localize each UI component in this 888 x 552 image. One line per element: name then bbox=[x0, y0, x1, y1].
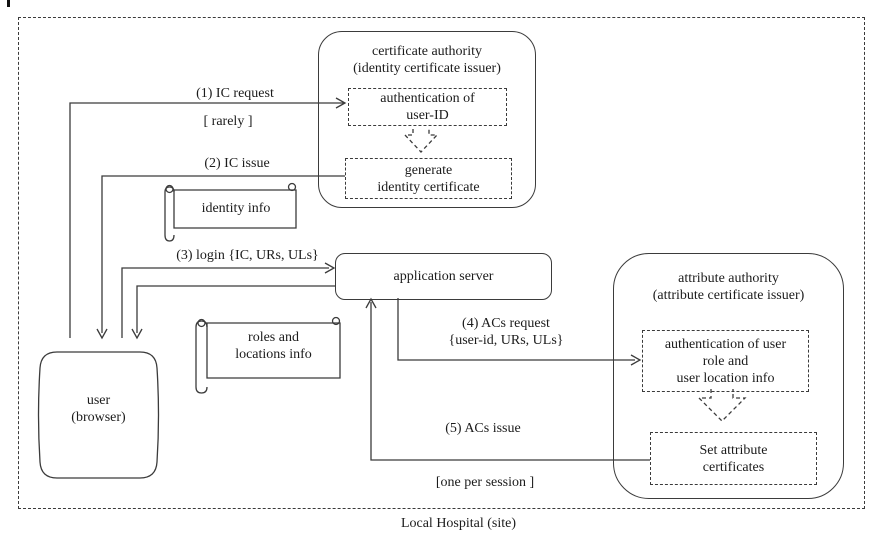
flow-4-acs-request-label: (4) ACs request {user-id, URs, ULs} bbox=[406, 315, 606, 349]
step-text-line: certificates bbox=[702, 459, 765, 475]
authenticate-user-id-step: authentication of user-ID bbox=[348, 88, 507, 126]
flow-label-line: (4) ACs request bbox=[462, 316, 550, 331]
step-text-line: authentication of bbox=[380, 91, 475, 106]
step-text-line: user location info bbox=[676, 370, 775, 386]
application-server-title: application server bbox=[393, 269, 494, 284]
set-attribute-certificates-step: Set attribute certificates bbox=[650, 432, 817, 485]
site-boundary-box bbox=[18, 17, 865, 509]
flow-1-ic-request-label: (1) IC request bbox=[196, 86, 274, 101]
page-edge-artifact bbox=[7, 0, 10, 7]
user-label-line: user bbox=[86, 393, 111, 408]
attribute-authority-title: attribute authority bbox=[678, 271, 779, 286]
step-text-line: role and bbox=[702, 353, 749, 369]
step-text-line: authentication of user bbox=[664, 336, 787, 352]
diagram-caption: Local Hospital (site) bbox=[400, 516, 517, 531]
flow-3-login-label: (3) login {IC, URs, ULs} bbox=[176, 248, 319, 263]
roles-locations-scroll-label: roles and locations info bbox=[207, 329, 340, 363]
flow-5-session-note: [one per session ] bbox=[435, 475, 535, 490]
generate-identity-certificate-step: generate identity certificate bbox=[345, 158, 512, 199]
user-label-line: (browser) bbox=[71, 410, 126, 425]
step-text-line: generate bbox=[404, 162, 453, 178]
step-text-line: Set attribute bbox=[699, 442, 768, 458]
certificate-authority-subtitle: (identity certificate issuer) bbox=[353, 61, 501, 76]
attribute-authority-box: attribute authority (attribute certifica… bbox=[613, 253, 844, 499]
scroll-label-line: locations info bbox=[235, 347, 312, 362]
flow-5-acs-issue-label: (5) ACs issue bbox=[445, 421, 521, 436]
flow-2-ic-issue-label: (2) IC issue bbox=[204, 156, 270, 171]
application-server-box: application server bbox=[335, 253, 552, 300]
identity-info-scroll-label: identity info bbox=[201, 201, 271, 216]
flow-1-rarely-note: [ rarely ] bbox=[203, 114, 253, 129]
step-text-line: user-ID bbox=[406, 108, 449, 123]
step-text-line: identity certificate bbox=[377, 179, 480, 195]
user-browser-label: user (browser) bbox=[40, 392, 157, 426]
flow-label-line: {user-id, URs, ULs} bbox=[448, 333, 564, 348]
certificate-authority-box: certificate authority (identity certific… bbox=[318, 31, 536, 208]
attribute-authority-subtitle: (attribute certificate issuer) bbox=[652, 288, 805, 303]
certificate-authority-title: certificate authority bbox=[372, 44, 482, 59]
authenticate-user-role-location-step: authentication of user role and user loc… bbox=[642, 330, 809, 392]
scroll-label-line: roles and bbox=[248, 330, 299, 345]
